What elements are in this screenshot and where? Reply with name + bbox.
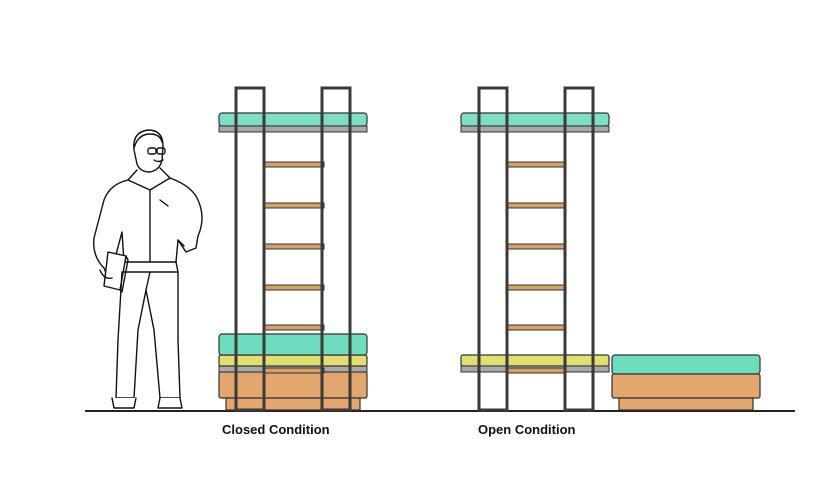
closed-left-post xyxy=(234,86,266,412)
open-lower-mattress xyxy=(460,354,610,367)
open-left-post xyxy=(477,86,509,412)
person-figure xyxy=(93,129,203,409)
open-rung xyxy=(505,324,567,331)
open-condition-caption: Open Condition xyxy=(478,422,576,437)
closed-base xyxy=(218,371,368,399)
closed-bottom-mattress xyxy=(218,333,368,356)
closed-rung xyxy=(263,367,325,374)
open-top-mattress xyxy=(460,112,610,127)
open-bunk xyxy=(460,86,761,412)
closed-rung xyxy=(263,202,325,209)
open-right-post xyxy=(563,86,595,412)
open-rung xyxy=(505,202,567,209)
pulled-out-base-foot xyxy=(618,397,754,411)
closed-pullout-mattress xyxy=(218,354,368,367)
closed-rung xyxy=(263,161,325,168)
pulled-out-mattress xyxy=(611,354,761,375)
pulled-out-base xyxy=(611,373,761,399)
open-top-slat xyxy=(460,125,610,133)
closed-right-post xyxy=(320,86,352,412)
closed-bunk xyxy=(218,86,368,412)
closed-rung xyxy=(263,324,325,331)
open-rung xyxy=(505,367,567,374)
open-rung xyxy=(505,161,567,168)
closed-rung xyxy=(263,284,325,291)
closed-rung xyxy=(263,243,325,250)
open-rung xyxy=(505,284,567,291)
closed-base-foot xyxy=(225,397,361,411)
closed-condition-caption: Closed Condition xyxy=(222,422,330,437)
closed-top-slat xyxy=(218,125,368,133)
open-rung xyxy=(505,243,567,250)
open-ladder-rungs xyxy=(505,161,567,374)
closed-top-mattress xyxy=(218,112,368,127)
